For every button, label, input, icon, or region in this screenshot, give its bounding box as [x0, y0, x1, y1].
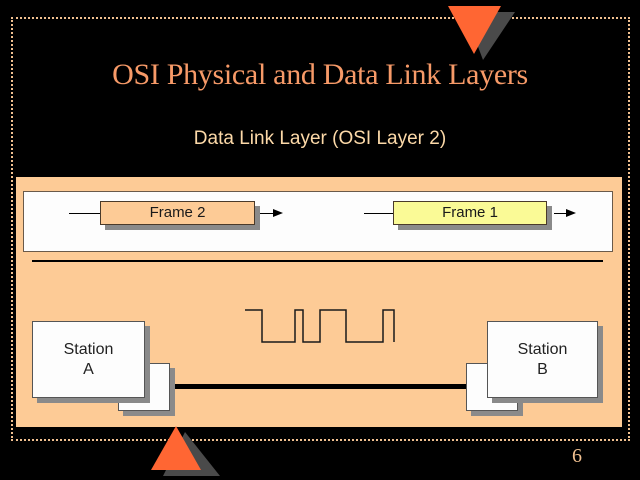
station-a-label-line1: Station: [63, 341, 114, 358]
digital-signal-waveform: [245, 309, 395, 343]
down-triangle-icon: [448, 6, 515, 60]
station-b: Station B: [487, 321, 598, 398]
station-a: Station A: [32, 321, 145, 398]
slide-subtitle: Data Link Layer (OSI Layer 2): [193, 128, 447, 149]
station-a-label-line2: A: [83, 361, 94, 378]
page-number: 6: [572, 445, 582, 467]
station-b-label-line1: Station: [517, 341, 568, 358]
frame2-tail-line: [260, 213, 274, 214]
up-triangle-icon: [151, 426, 220, 476]
arrow-right-icon: [566, 209, 576, 217]
frame-2-block: Frame 2: [100, 201, 255, 225]
slide-title: OSI Physical and Data Link Layers: [112, 58, 528, 91]
slide-border: [11, 17, 630, 441]
physical-link-cable: [175, 384, 466, 389]
arrow-right-icon: [273, 209, 283, 217]
triangle-fill: [151, 426, 201, 470]
frame2-lead-line: [69, 213, 100, 214]
frame1-tail-line: [554, 213, 568, 214]
triangle-fill: [448, 6, 501, 54]
layer-separator-line: [32, 260, 603, 262]
frame-1-label: Frame 1: [442, 204, 498, 221]
signal-line: [245, 309, 395, 343]
frame1-lead-line: [364, 213, 395, 214]
station-b-label-line2: B: [537, 361, 548, 378]
frame-1-block: Frame 1: [393, 201, 547, 225]
frame-2-label: Frame 2: [149, 204, 206, 221]
